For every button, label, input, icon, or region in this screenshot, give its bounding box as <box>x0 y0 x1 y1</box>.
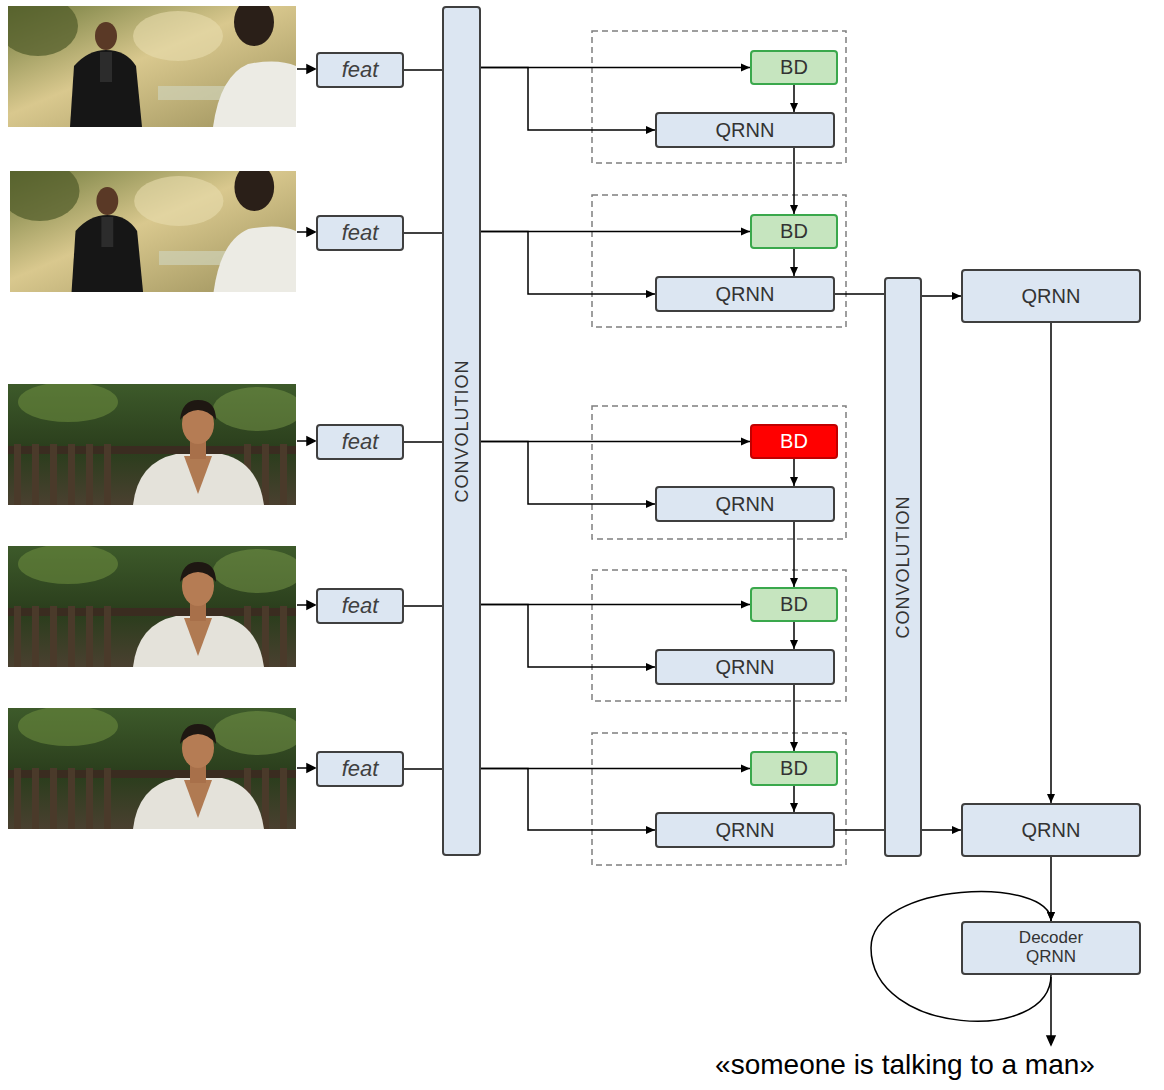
connector <box>790 85 798 112</box>
node-text: CONVOLUTION <box>893 495 914 638</box>
node-text: BD <box>780 757 808 780</box>
feature-box: feat <box>316 424 404 460</box>
decoder-box: Decoder QRNN <box>961 921 1141 975</box>
node-text: feat <box>342 429 379 454</box>
connector <box>404 233 442 234</box>
feature-box: feat <box>316 751 404 787</box>
frame-arrows <box>297 65 315 772</box>
connector <box>404 769 442 770</box>
convolution-bar: CONVOLUTION <box>884 277 922 857</box>
dashed-group <box>592 31 846 865</box>
convolution-bar: CONVOLUTION <box>442 6 481 856</box>
qrnn-box: QRNN <box>655 276 835 312</box>
node-text: BD <box>780 593 808 616</box>
connector <box>922 826 961 834</box>
node-text: QRNN <box>716 493 775 516</box>
qrnn-box: QRNN <box>655 112 835 148</box>
boundary-detector: BD <box>750 751 838 786</box>
node-text: QRNN <box>716 656 775 679</box>
feature-box: feat <box>316 215 404 251</box>
node-text: QRNN <box>1022 819 1081 842</box>
video-frame <box>8 544 303 667</box>
boundary-detector: BD <box>750 50 838 85</box>
connector <box>481 232 655 299</box>
node-text: feat <box>342 593 379 618</box>
connector <box>790 685 798 751</box>
output-caption: «someone is talking to a man» <box>715 1049 1095 1081</box>
connector <box>922 292 961 300</box>
qrnn-box: QRNN <box>961 803 1141 857</box>
connector <box>835 294 884 295</box>
video-frame <box>0 0 296 127</box>
connector <box>404 606 442 607</box>
node-text: QRNN <box>716 283 775 306</box>
qrnn-box: QRNN <box>655 649 835 685</box>
connector <box>790 786 798 812</box>
connector <box>481 68 655 135</box>
node-text: BD <box>780 56 808 79</box>
video-frames <box>0 0 303 829</box>
boundary-detector: BD <box>750 424 838 459</box>
connector <box>481 769 655 835</box>
feature-box: feat <box>316 588 404 624</box>
node-text: Decoder QRNN <box>1006 929 1096 966</box>
connector <box>481 442 655 509</box>
node-text: feat <box>342 756 379 781</box>
boundary-detector: BD <box>750 587 838 622</box>
boundary-detector: BD <box>750 214 838 249</box>
connector <box>790 249 798 276</box>
video-frame <box>8 382 303 505</box>
connector <box>790 622 798 649</box>
node-text: BD <box>780 430 808 453</box>
qrnn-box: QRNN <box>961 269 1141 323</box>
node-text: QRNN <box>716 119 775 142</box>
connector <box>404 70 442 71</box>
connector <box>790 522 798 587</box>
node-text: QRNN <box>1022 285 1081 308</box>
connector <box>790 148 798 214</box>
connector <box>1047 323 1055 803</box>
output-arrow <box>1047 977 1055 1045</box>
node-text: feat <box>342 57 379 82</box>
connector <box>481 605 655 672</box>
video-frame <box>8 706 303 829</box>
connector <box>790 459 798 486</box>
feature-box: feat <box>316 52 404 88</box>
video-frame <box>0 161 296 292</box>
node-text: QRNN <box>716 819 775 842</box>
node-text: CONVOLUTION <box>451 359 472 502</box>
connector <box>835 830 884 831</box>
connector <box>404 442 442 443</box>
qrnn-box: QRNN <box>655 486 835 522</box>
qrnn-box: QRNN <box>655 812 835 848</box>
node-text: BD <box>780 220 808 243</box>
node-text: feat <box>342 220 379 245</box>
